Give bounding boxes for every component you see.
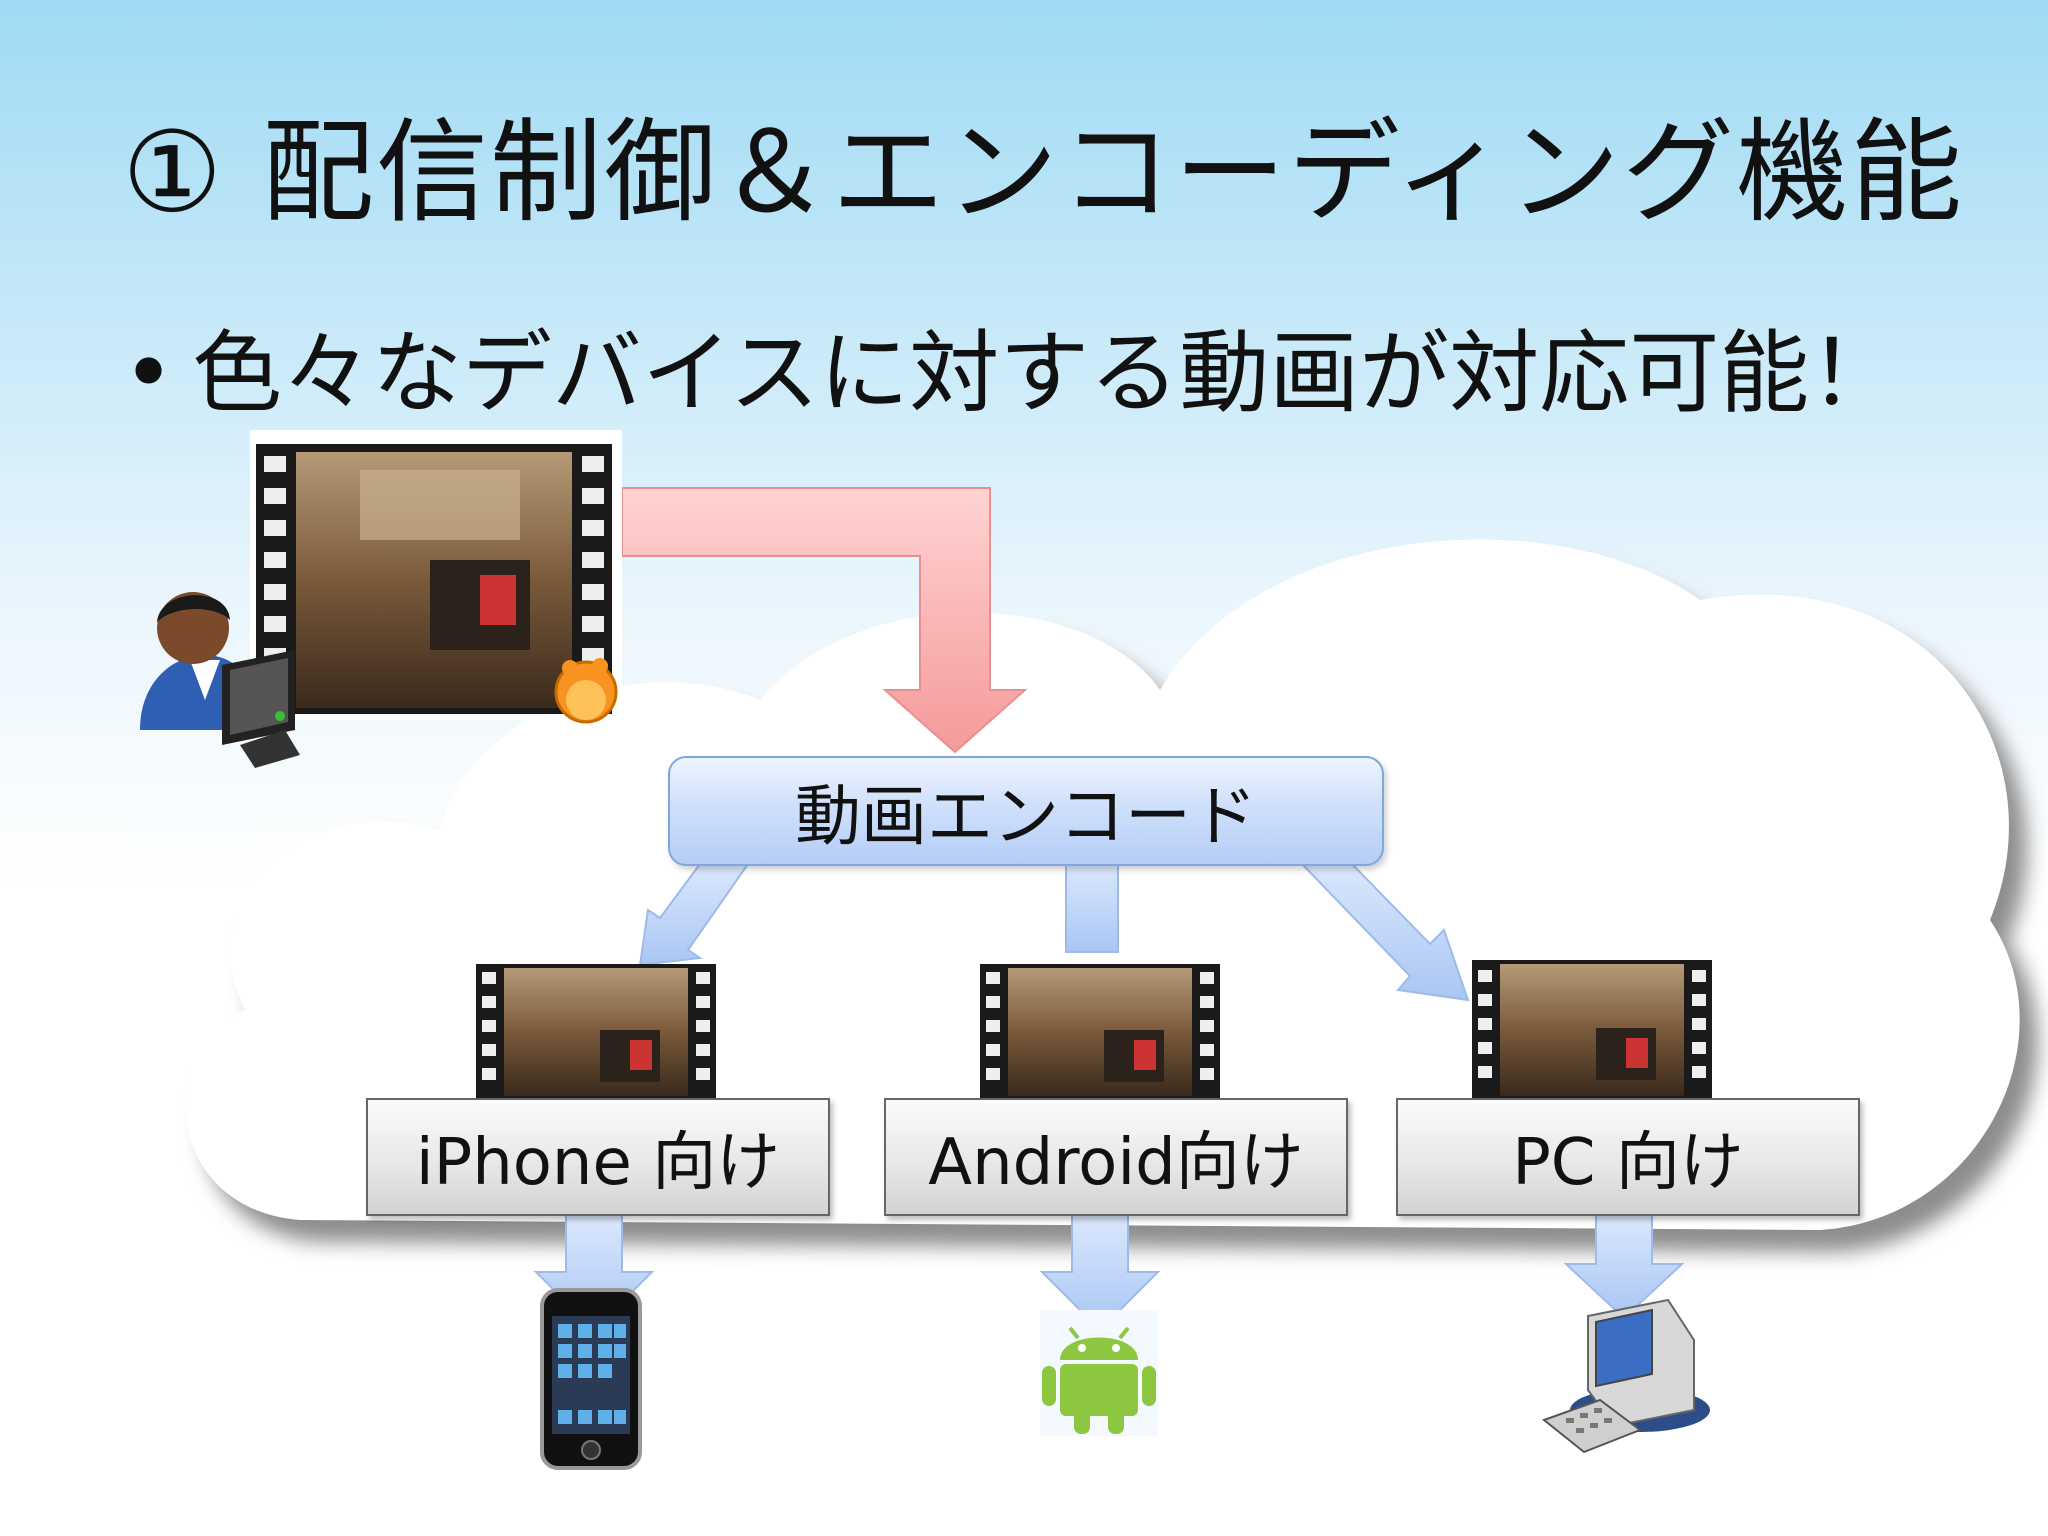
film-strip-iphone bbox=[476, 964, 716, 1098]
target-box-pc: PC 向け bbox=[1396, 1098, 1860, 1216]
film-strip-video-icon bbox=[250, 430, 622, 720]
film-strip-pc bbox=[1472, 960, 1712, 1098]
video-encode-box: 動画エンコード bbox=[668, 756, 1384, 866]
film-strip-android bbox=[980, 964, 1220, 1098]
bullet-text: 色々なデバイスに対する動画が対応可能！ bbox=[192, 321, 1900, 426]
android-robot-icon bbox=[1040, 1310, 1158, 1436]
target-box-android: Android向け bbox=[884, 1098, 1348, 1216]
target-box-iphone: iPhone 向け bbox=[366, 1098, 830, 1216]
upload-arrow bbox=[621, 487, 1028, 754]
bullet-point: •色々なデバイスに対する動画が対応可能！ bbox=[122, 300, 1899, 430]
bullet-marker: • bbox=[122, 321, 176, 426]
desktop-pc-icon bbox=[1541, 1298, 1710, 1454]
media-player-badge-icon bbox=[554, 658, 618, 724]
user-at-computer-icon bbox=[140, 592, 300, 768]
slide-title: ① 配信制御＆エンコーディング機能 bbox=[122, 108, 1965, 238]
iphone-icon bbox=[540, 1288, 642, 1470]
encode-arrows bbox=[638, 863, 1470, 1002]
